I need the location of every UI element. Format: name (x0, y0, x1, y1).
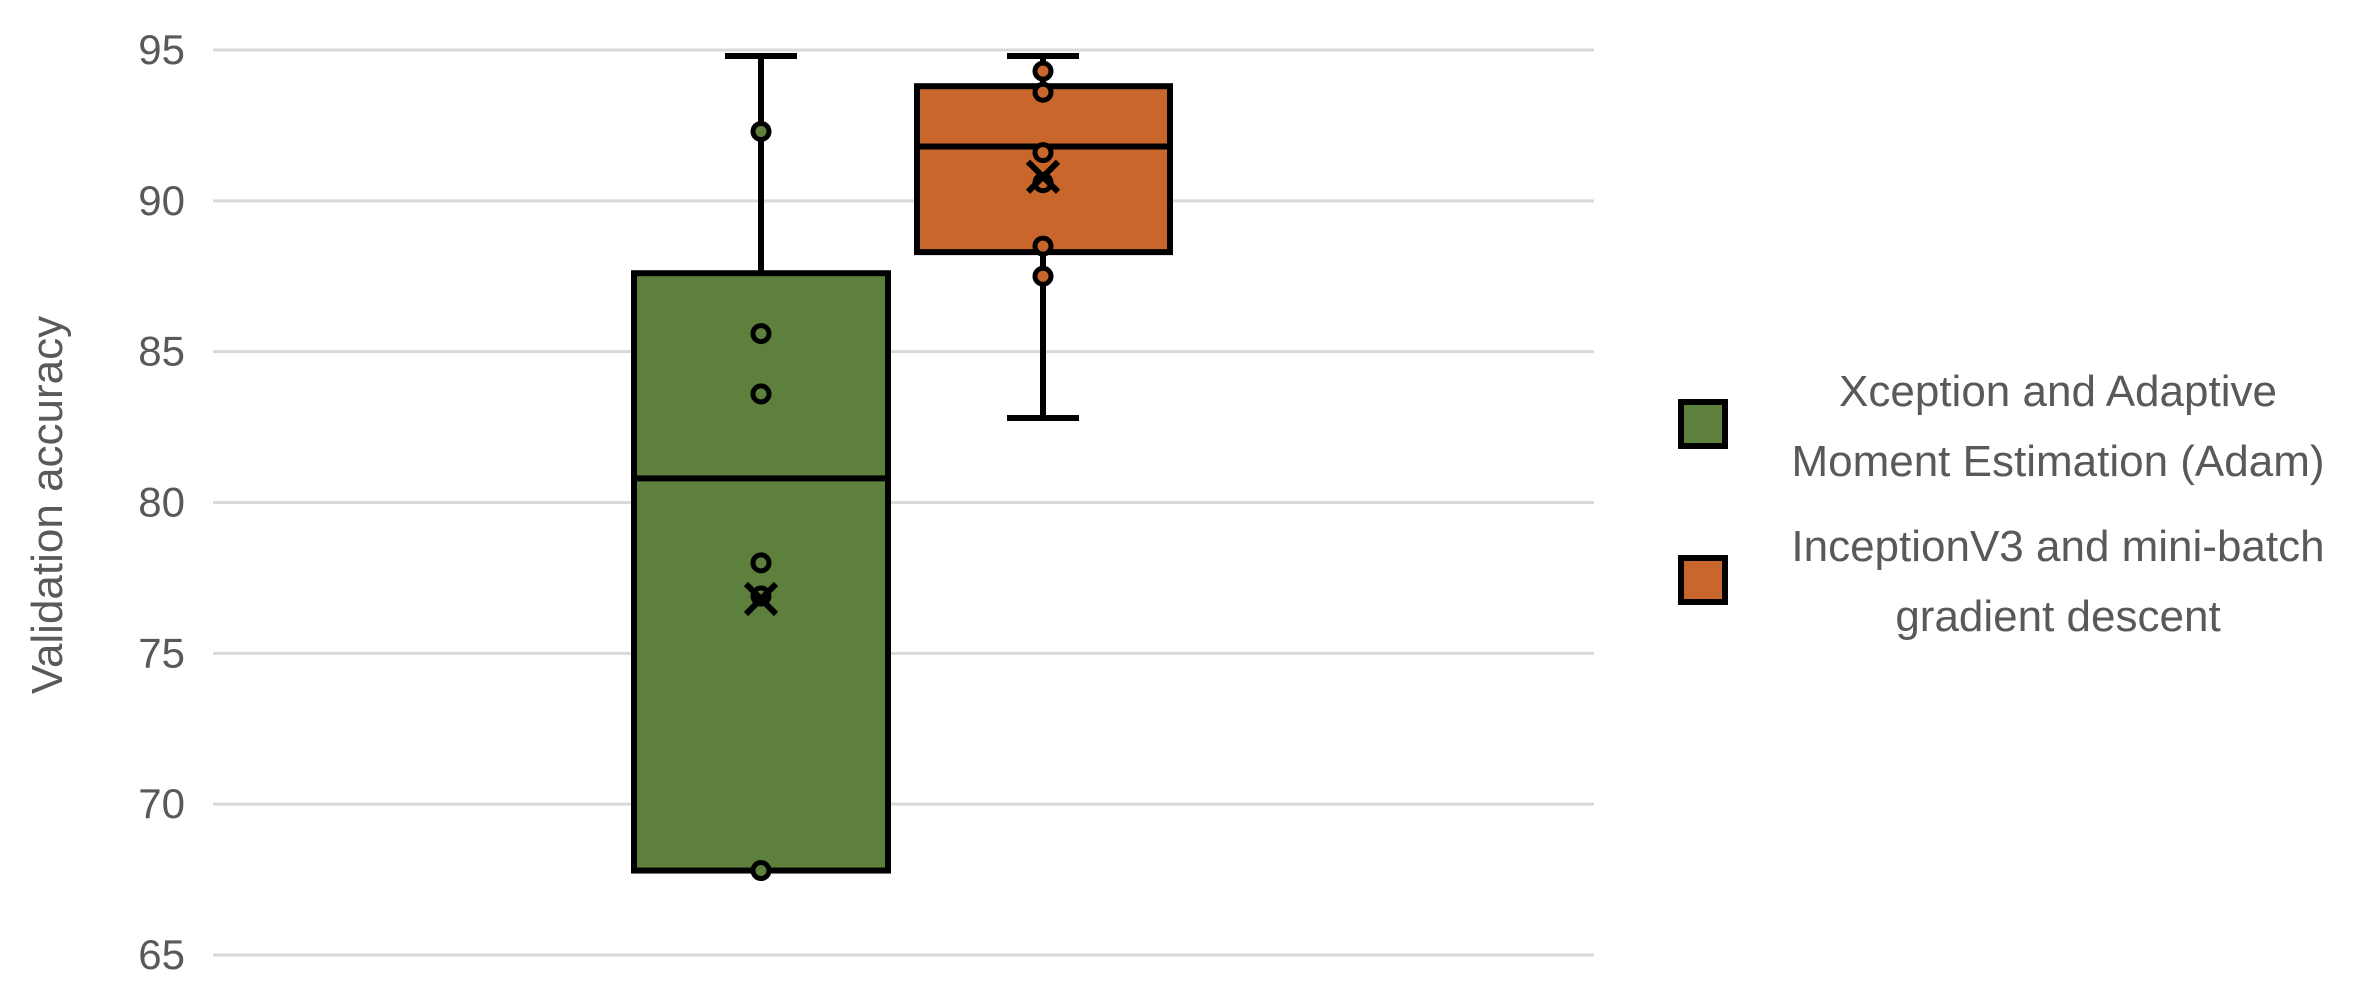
legend-label-line-1: InceptionV3 and mini-batch (1791, 522, 2324, 571)
box-body (631, 270, 891, 874)
box-body (914, 83, 1173, 256)
y-tick-label-70: 70 (138, 780, 185, 827)
legend-item-2: InceptionV3 and mini-batch gradient desce… (1678, 522, 2325, 641)
mean-marker (1025, 159, 1061, 194)
legend-swatch (1678, 399, 1728, 449)
y-tick-label-65: 65 (138, 931, 185, 978)
plot-area (631, 53, 1173, 882)
box-series-2 (914, 53, 1173, 422)
legend-label-line-1: Xception and Adaptive (1839, 367, 2277, 416)
box-series-1 (631, 53, 891, 882)
legend-swatch (1678, 555, 1728, 605)
data-point-2 (1032, 81, 1054, 103)
data-point-5 (1032, 235, 1054, 257)
gridlines (213, 48, 1594, 957)
y-tick-label-80: 80 (138, 479, 185, 526)
data-point-6 (750, 860, 772, 882)
mean-marker-stroke-2 (1025, 159, 1061, 194)
data-point-3 (1032, 142, 1054, 164)
y-axis-title: Validation accuracy (23, 316, 72, 694)
legend-label-line-2: gradient descent (1895, 592, 2220, 641)
mean-marker (743, 581, 779, 617)
legend-label-line-2: Moment Estimation (Adam) (1791, 437, 2324, 486)
data-point-6 (1032, 265, 1054, 287)
mean-marker-stroke-2 (743, 581, 779, 617)
data-point-3 (750, 383, 772, 405)
y-tick-label-75: 75 (138, 629, 185, 676)
y-tick-label-85: 85 (138, 328, 185, 375)
y-tick-label-90: 90 (138, 177, 185, 224)
data-point-1 (1032, 60, 1054, 82)
y-tick-label-95: 95 (138, 26, 185, 73)
data-point-1 (750, 120, 772, 142)
y-axis-ticks: 65 70 75 80 85 90 95 (138, 26, 185, 978)
data-point-4 (750, 552, 772, 574)
data-point-2 (750, 323, 772, 345)
